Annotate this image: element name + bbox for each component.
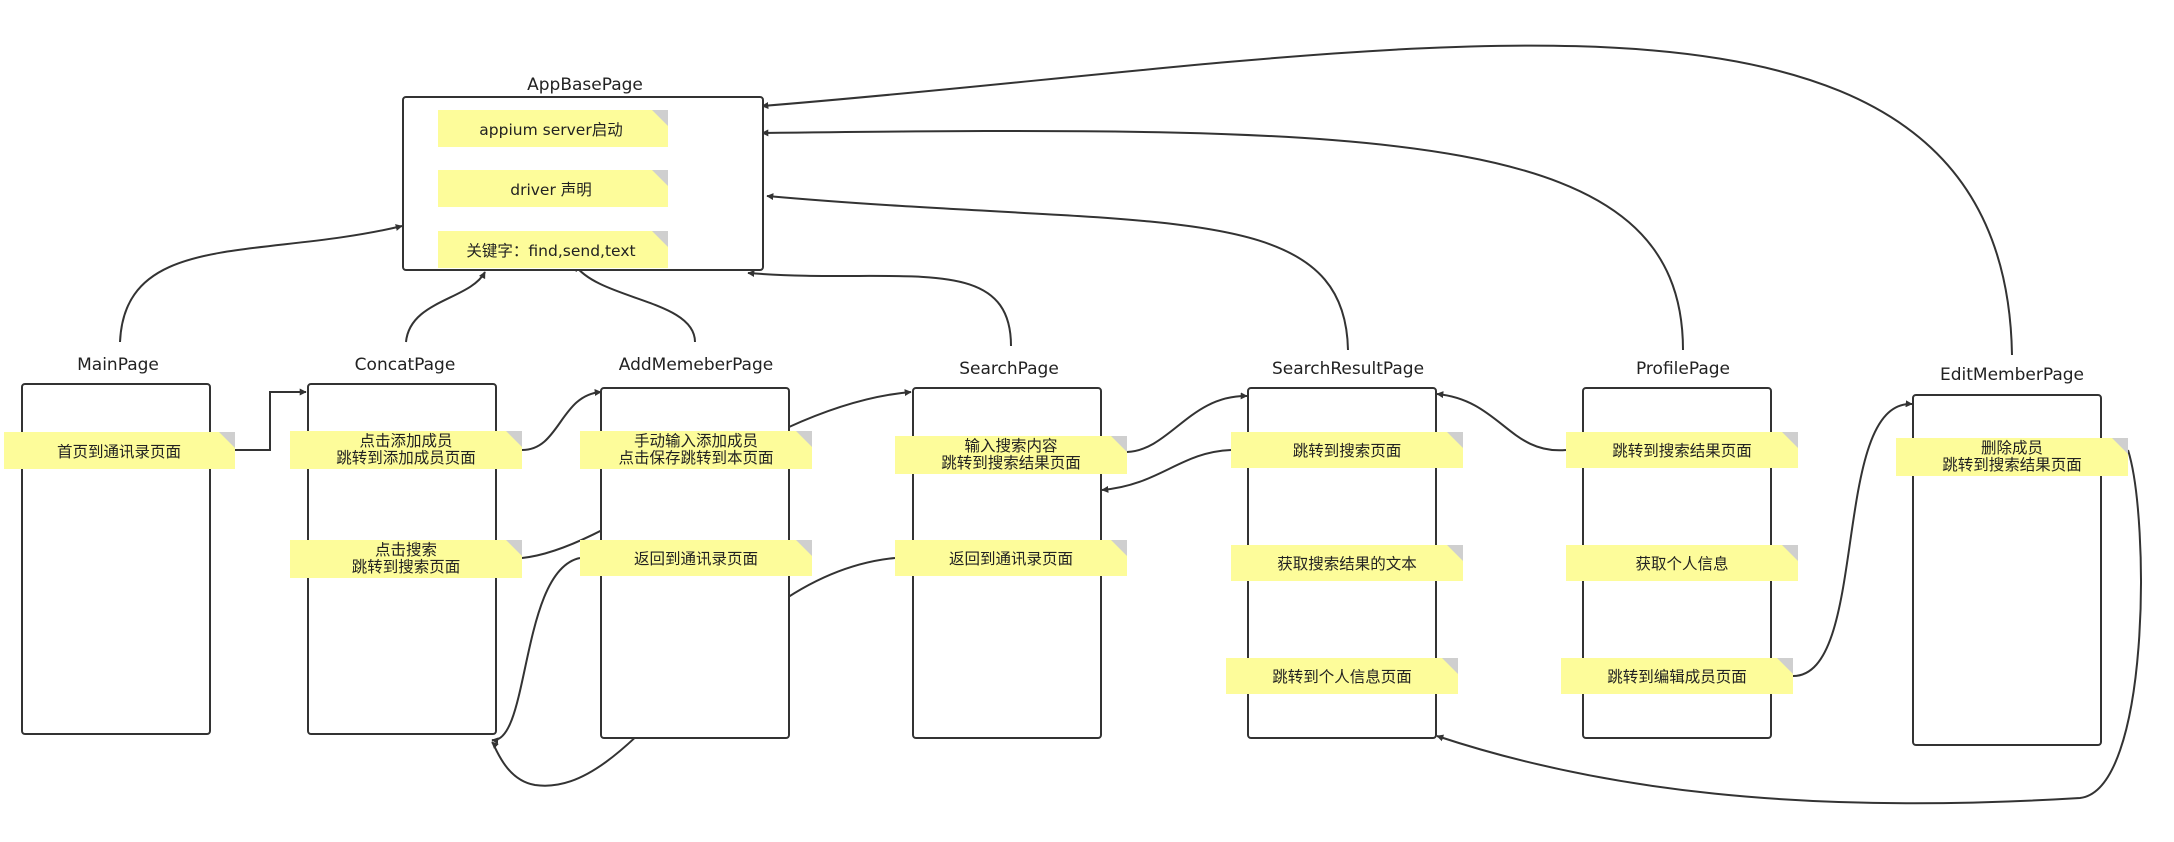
connector-main-to-app [119,224,403,343]
sticky-note: 点击添加成员 跳转到添加成员页面 [290,431,522,469]
note-line: 关键字：find,send,text [466,242,635,260]
sticky-note: 跳转到搜索结果页面 [1566,432,1798,468]
sticky-note: 首页到通讯录页面 [4,432,235,469]
node-title: MainPage [77,355,159,375]
sticky-note: 获取搜索结果的文本 [1231,545,1463,581]
connector-profile-note3-to-edit [1792,400,1913,677]
sticky-note: 输入搜索内容 跳转到搜索结果页面 [895,436,1127,474]
note-line: appium server启动 [479,121,622,139]
connector-search-note2-to-concat [491,557,896,787]
connector-concat-to-app [405,271,486,343]
note-line: 返回到通讯录页面 [634,550,758,568]
note-line: 跳转到搜索页面 [1293,442,1402,460]
note-line: 跳转到搜索页面 [352,558,461,576]
note-line: 返回到通讯录页面 [949,550,1073,568]
connector-result-note1-to-search [1101,449,1232,493]
node-title: SearchPage [959,359,1059,379]
node-title: SearchResultPage [1272,359,1424,379]
note-line: 删除成员 [1981,439,2043,457]
note-line: 获取搜索结果的文本 [1277,555,1417,573]
connector-search-note1-to-result [1126,392,1248,453]
sticky-note: 跳转到个人信息页面 [1226,658,1458,694]
sticky-note: 跳转到编辑成员页面 [1561,658,1793,694]
sticky-note: 返回到通讯录页面 [580,540,812,576]
connector-profile-to-app [761,129,1684,351]
note-line: 获取个人信息 [1635,555,1728,573]
note-line: 手动输入添加成员 [634,432,758,450]
node-search-page: SearchPage 输入搜索内容 跳转到搜索结果页面 返回到通讯录页面 [895,359,1127,739]
sticky-note: 获取个人信息 [1566,545,1798,581]
node-app-base-page: AppBasePage appium server启动 driver 声明 关键… [402,75,764,271]
connectors [119,44,2142,805]
connector-edit-note1-to-result [1436,449,2142,805]
connector-add-to-app [574,264,696,343]
sticky-note: 关键字：find,send,text [438,231,668,268]
node-main-page: MainPage 首页到通讯录页面 [4,355,235,735]
note-line: 点击添加成员 [359,432,452,450]
node-title: AppBasePage [527,75,643,95]
connector-main-note1-to-concat [235,388,307,451]
note-line: 输入搜索内容 [964,437,1057,455]
sticky-note: 跳转到搜索页面 [1231,432,1463,468]
note-line: 跳转到搜索结果页面 [941,454,1081,472]
connector-concat-note1-to-add [521,388,602,451]
note-line: 跳转到添加成员页面 [336,449,476,467]
node-add-member-page: AddMemeberPage 手动输入添加成员 点击保存跳转到本页面 返回到通讯… [580,355,812,739]
node-profile-page: ProfilePage 跳转到搜索结果页面 获取个人信息 跳转到编辑成员页面 [1561,359,1798,739]
connector-edit-to-app [761,44,2013,356]
note-line: driver 声明 [510,181,592,199]
node-title: ConcatPage [355,355,456,375]
connector-result-to-app [766,193,1349,351]
sticky-note: 返回到通讯录页面 [895,540,1127,576]
connector-profile-note1-to-result [1436,391,1567,452]
note-line: 跳转到编辑成员页面 [1607,668,1747,686]
sticky-note: driver 声明 [438,170,668,207]
node-concat-page: ConcatPage 点击添加成员 跳转到添加成员页面 点击搜索 跳转到搜索页面 [290,355,522,735]
sticky-note: 删除成员 跳转到搜索结果页面 [1896,438,2128,476]
note-line: 跳转到个人信息页面 [1272,668,1412,686]
node-title: AddMemeberPage [619,355,773,375]
sticky-note: 点击搜索 跳转到搜索页面 [290,540,522,578]
node-search-result-page: SearchResultPage 跳转到搜索页面 获取搜索结果的文本 跳转到个人… [1226,359,1463,739]
node-title: ProfilePage [1636,359,1730,379]
node-title: EditMemberPage [1940,365,2084,385]
note-line: 点击保存跳转到本页面 [618,449,773,467]
node-edit-member-page: EditMemberPage 删除成员 跳转到搜索结果页面 [1896,365,2128,746]
connector-search-to-app [747,270,1012,347]
note-line: 点击搜索 [375,541,437,559]
note-line: 首页到通讯录页面 [57,443,181,461]
sticky-note: appium server启动 [438,110,668,147]
sticky-note: 手动输入添加成员 点击保存跳转到本页面 [580,431,812,469]
note-line: 跳转到搜索结果页面 [1942,456,2082,474]
note-line: 跳转到搜索结果页面 [1612,442,1752,460]
connector-add-note2-to-concat [491,557,581,745]
